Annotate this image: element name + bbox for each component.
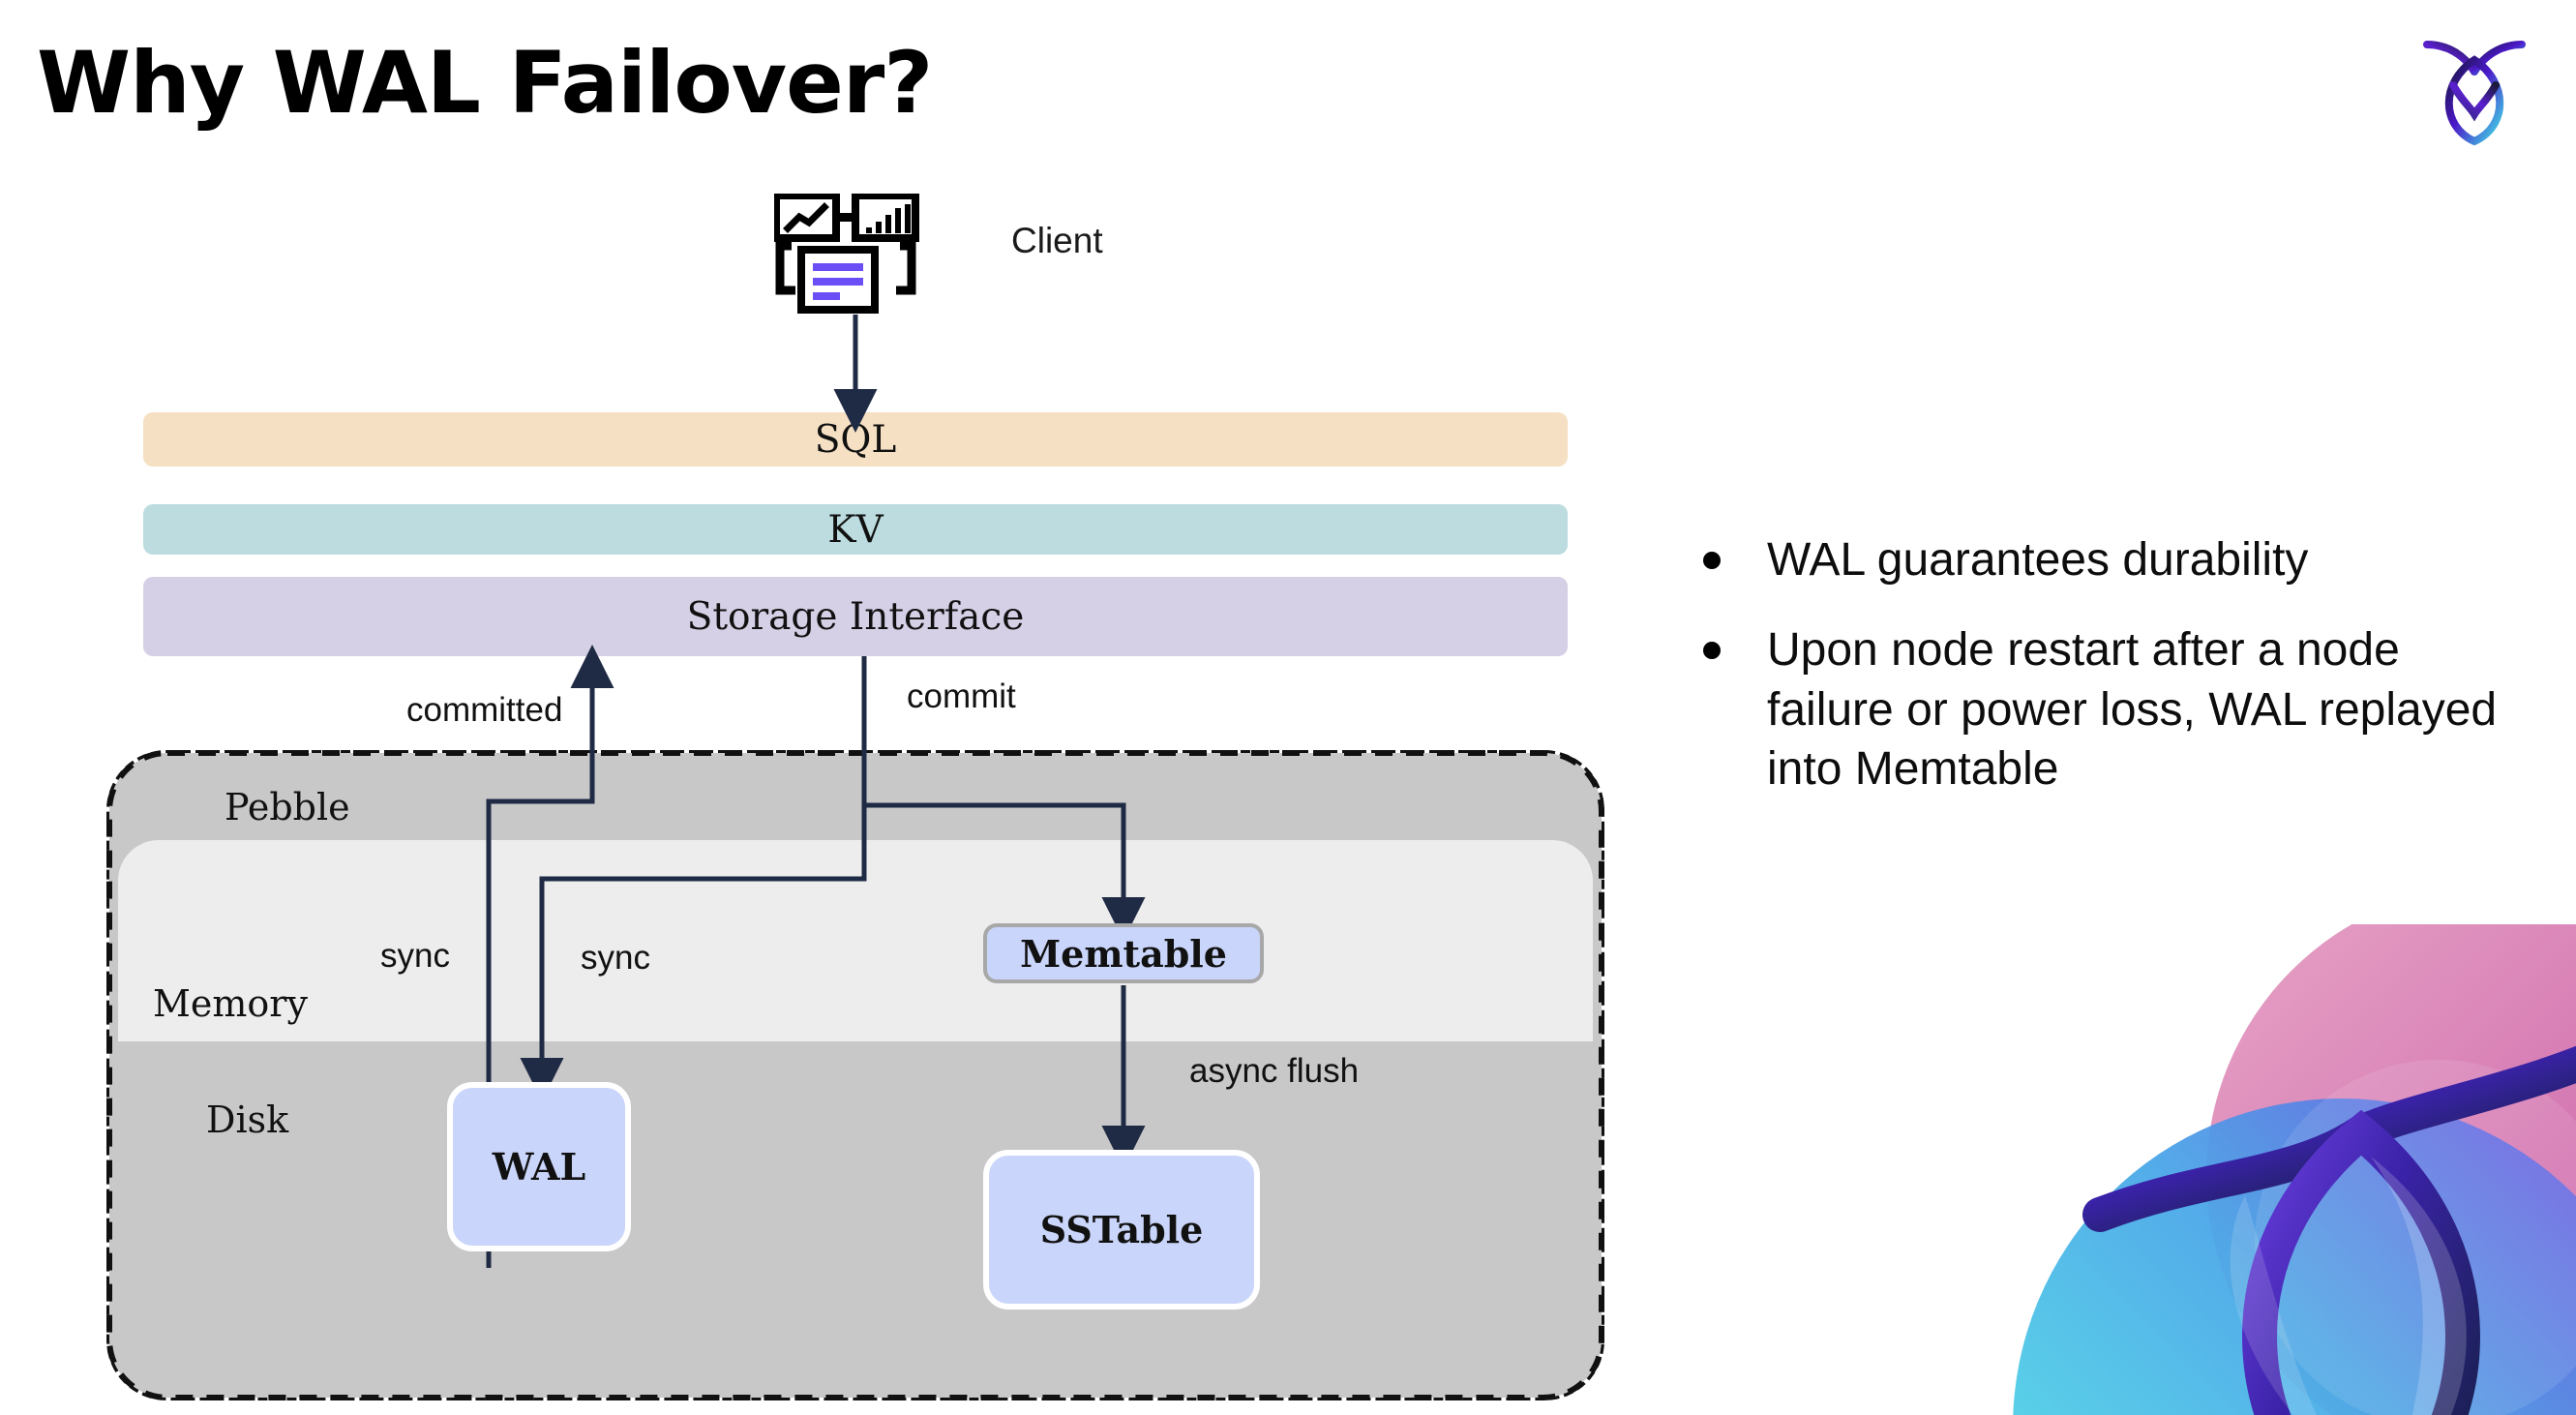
layer-bar-sql: SQL xyxy=(143,412,1568,467)
pebble-label: Pebble xyxy=(225,786,350,828)
list-item: Upon node restart after a node failure o… xyxy=(1703,620,2535,798)
layer-label-storage: Storage Interface xyxy=(686,594,1025,639)
bullet-dot-icon xyxy=(1703,552,1721,569)
client-label: Client xyxy=(1011,221,1103,260)
cockroachdb-logo-icon xyxy=(2421,29,2528,146)
edge-label-commit: commit xyxy=(907,677,1016,715)
list-item: WAL guarantees durability xyxy=(1703,530,2535,589)
node-wal: WAL xyxy=(447,1082,631,1251)
bullet-list: WAL guarantees durability Upon node rest… xyxy=(1703,530,2535,830)
layer-bar-kv: KV xyxy=(143,504,1568,555)
node-sstable: SSTable xyxy=(983,1150,1260,1310)
edge-label-sync-right: sync xyxy=(581,939,650,977)
client-workstation-icon xyxy=(772,192,929,315)
edge-label-async-flush: async flush xyxy=(1189,1052,1360,1090)
page-title: Why WAL Failover? xyxy=(37,33,933,133)
layer-label-sql: SQL xyxy=(814,417,897,462)
bullet-dot-icon xyxy=(1703,642,1721,660)
disk-label: Disk xyxy=(206,1099,289,1141)
node-label-sstable: SSTable xyxy=(1039,1208,1204,1251)
bullet-text: WAL guarantees durability xyxy=(1767,534,2309,586)
edge-label-sync-left: sync xyxy=(380,937,450,975)
node-memtable: Memtable xyxy=(983,923,1264,983)
node-label-memtable: Memtable xyxy=(1020,931,1227,976)
layer-label-kv: KV xyxy=(827,507,884,552)
edge-label-committed: committed xyxy=(406,691,563,729)
memory-region xyxy=(118,840,1593,1041)
node-label-wal: WAL xyxy=(492,1145,586,1189)
memory-label: Memory xyxy=(153,982,308,1025)
bullet-text: Upon node restart after a node failure o… xyxy=(1767,624,2498,796)
cockroachdb-watermark-icon xyxy=(1955,924,2576,1415)
layer-bar-storage: Storage Interface xyxy=(143,577,1568,656)
